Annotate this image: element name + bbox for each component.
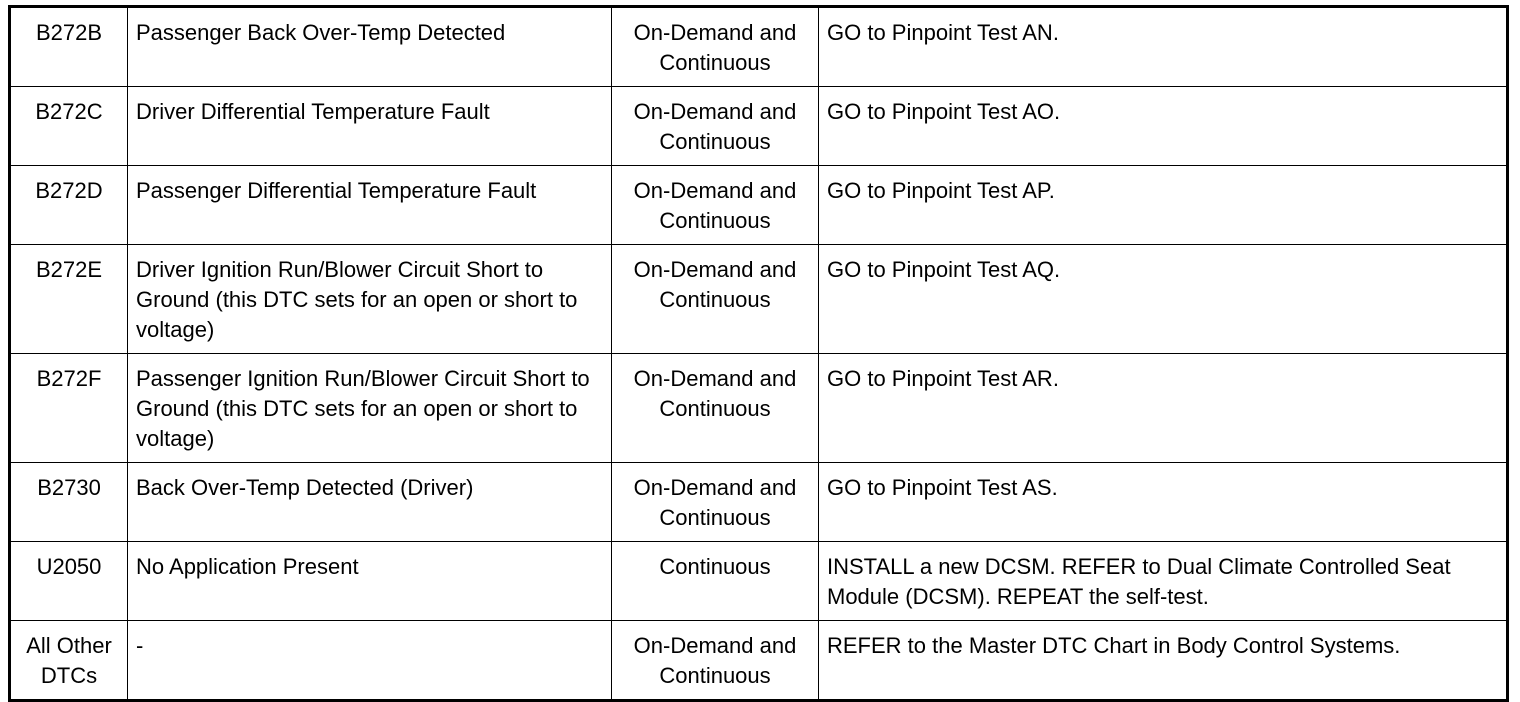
action-cell: GO to Pinpoint Test AN. [818,6,1508,87]
description-cell: Driver Ignition Run/Blower Circuit Short… [127,244,612,354]
action-cell: GO to Pinpoint Test AO. [818,86,1508,166]
condition-cell: On-Demand and Continuous [611,353,819,463]
action-cell: GO to Pinpoint Test AS. [818,462,1508,542]
description-cell: Passenger Back Over-Temp Detected [127,6,612,87]
dtc-code-cell: B272E [9,244,128,354]
description-cell: - [127,620,612,701]
table-row: B272B Passenger Back Over-Temp Detected … [9,6,1508,87]
condition-cell: On-Demand and Continuous [611,244,819,354]
condition-cell: On-Demand and Continuous [611,165,819,245]
condition-cell: On-Demand and Continuous [611,462,819,542]
action-cell: GO to Pinpoint Test AR. [818,353,1508,463]
table-row: B272C Driver Differential Temperature Fa… [9,86,1508,166]
description-cell: Driver Differential Temperature Fault [127,86,612,166]
table-row: B272F Passenger Ignition Run/Blower Circ… [9,353,1508,463]
dtc-code-cell: All Other DTCs [9,620,128,701]
action-cell: GO to Pinpoint Test AQ. [818,244,1508,354]
table-row: All Other DTCs - On-Demand and Continuou… [9,620,1508,701]
table-row: U2050 No Application Present Continuous … [9,541,1508,621]
table-row: B272E Driver Ignition Run/Blower Circuit… [9,244,1508,354]
action-cell: INSTALL a new DCSM. REFER to Dual Climat… [818,541,1508,621]
description-cell: Passenger Differential Temperature Fault [127,165,612,245]
action-cell: REFER to the Master DTC Chart in Body Co… [818,620,1508,701]
table-row: B272D Passenger Differential Temperature… [9,165,1508,245]
condition-cell: On-Demand and Continuous [611,6,819,87]
dtc-code-cell: B272C [9,86,128,166]
dtc-code-cell: B2730 [9,462,128,542]
dtc-code-cell: B272D [9,165,128,245]
condition-cell: Continuous [611,541,819,621]
dtc-code-cell: B272B [9,6,128,87]
dtc-code-cell: B272F [9,353,128,463]
condition-cell: On-Demand and Continuous [611,86,819,166]
dtc-table: B272B Passenger Back Over-Temp Detected … [8,5,1509,702]
dtc-code-cell: U2050 [9,541,128,621]
table-row: B2730 Back Over-Temp Detected (Driver) O… [9,462,1508,542]
description-cell: Passenger Ignition Run/Blower Circuit Sh… [127,353,612,463]
description-cell: No Application Present [127,541,612,621]
description-cell: Back Over-Temp Detected (Driver) [127,462,612,542]
condition-cell: On-Demand and Continuous [611,620,819,701]
action-cell: GO to Pinpoint Test AP. [818,165,1508,245]
